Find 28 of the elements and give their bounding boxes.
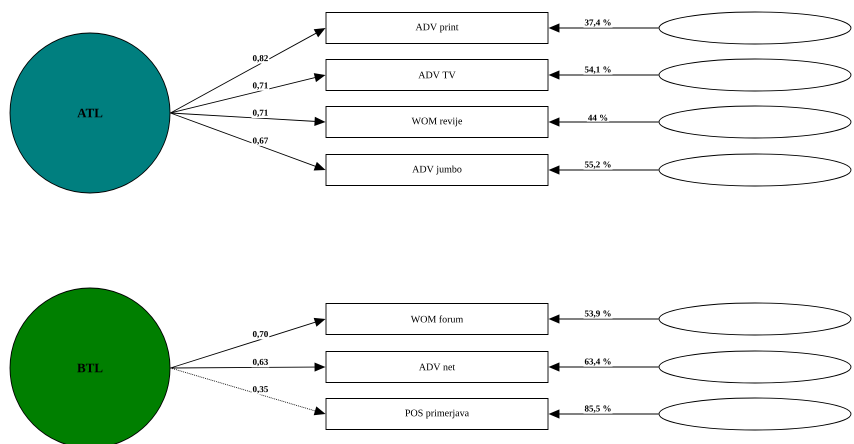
edge-label: 44 % (586, 114, 610, 122)
error-ellipse (658, 12, 852, 44)
edge-label: 53,9 % (584, 309, 612, 319)
edge-label: 0,35 (252, 385, 270, 394)
error-ellipse (658, 398, 852, 430)
edge-label: 54,1 % (584, 65, 612, 75)
indicator-box: POS primerjava (326, 398, 548, 430)
error-ellipse (658, 350, 852, 384)
error-ellipse (658, 154, 852, 186)
error-ellipse (658, 58, 852, 92)
edge-label: 85,5 % (584, 404, 612, 414)
edge-label: 37,4 % (584, 18, 612, 28)
edge-label: 0,63 (252, 358, 270, 368)
indicator-box: ADV jumbo (326, 154, 548, 186)
edge-label: 63,4 % (584, 357, 612, 367)
indicator-box: WOM revije (326, 106, 548, 138)
edge-label: 0,71 (252, 81, 270, 91)
error-ellipse (658, 302, 852, 336)
edge-label: 0,67 (252, 136, 270, 146)
indicator-box: ADV net (326, 351, 548, 383)
indicator-box: WOM forum (326, 303, 548, 335)
edge-label: 0,70 (252, 330, 270, 340)
edge-label: 0,71 (252, 108, 270, 118)
indicator-box: ADV TV (326, 59, 548, 91)
edge-label: 55,2 % (584, 160, 612, 170)
error-ellipse (658, 106, 852, 138)
indicator-box: ADV print (326, 12, 548, 44)
edge-label: 0,82 (252, 54, 270, 64)
